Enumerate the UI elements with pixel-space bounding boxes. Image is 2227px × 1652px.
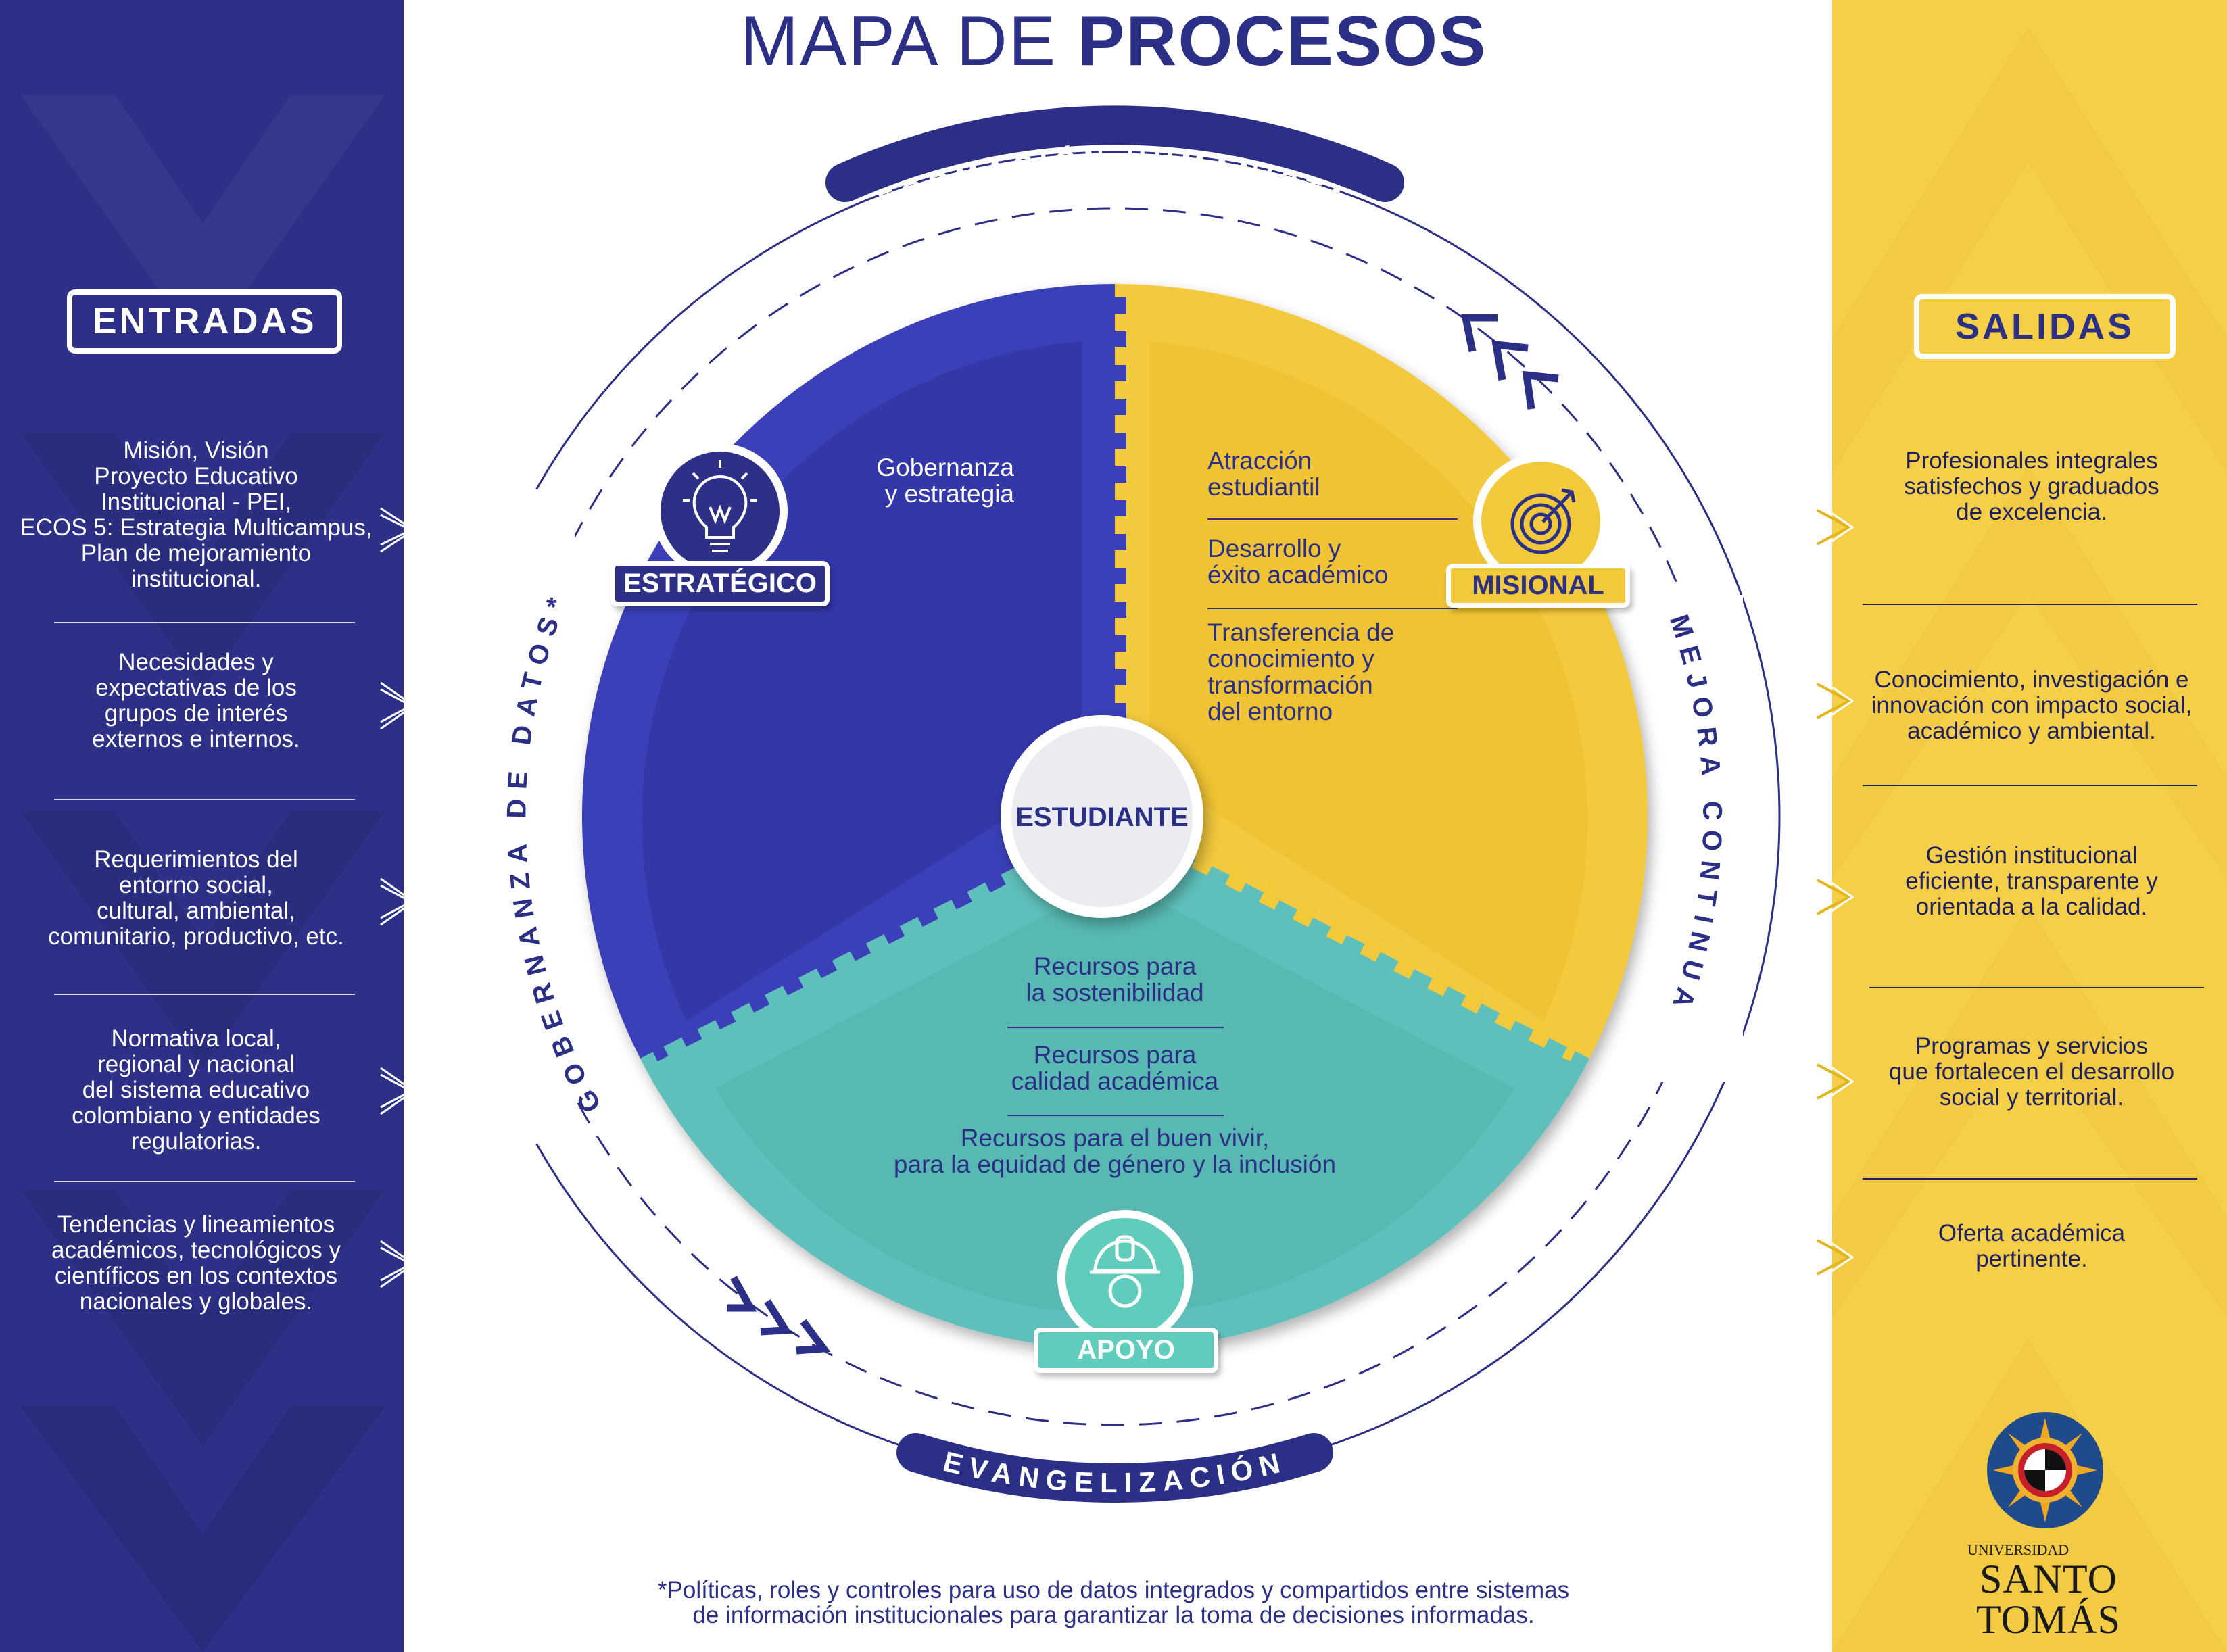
center-label: ESTUDIANTE bbox=[1015, 802, 1189, 832]
divider bbox=[1207, 518, 1458, 520]
entrada-item: Requerimientos del entorno social, cultu… bbox=[48, 846, 344, 950]
salida-item: Programas y servicios que fortalecen el … bbox=[1888, 1033, 2175, 1111]
chevron-icon bbox=[1522, 370, 1559, 410]
salidas-heading: SALIDAS bbox=[1914, 294, 2176, 359]
divider bbox=[1869, 987, 2204, 988]
chevron-right-icon bbox=[1817, 879, 1852, 915]
divider bbox=[1007, 1115, 1224, 1116]
divider bbox=[1863, 1178, 2197, 1180]
footnote: *Políticas, roles y controles para uso d… bbox=[657, 1577, 1570, 1628]
divider bbox=[1863, 785, 2197, 786]
chevron-right-icon bbox=[1817, 1063, 1852, 1100]
salida-item: Gestión institucional eficiente, transpa… bbox=[1905, 842, 2158, 920]
estrategico-inner-panel bbox=[642, 341, 1082, 1021]
page-title: MAPA DE PROCESOS bbox=[0, 1, 2227, 82]
divider bbox=[1863, 604, 2197, 605]
chevron-icon bbox=[1491, 340, 1529, 381]
gear-teeth bbox=[647, 846, 1040, 1062]
chevron-background-decoration bbox=[20, 95, 385, 1652]
entrada-item: Necesidades y expectativas de los grupos… bbox=[92, 649, 300, 752]
estrategico-label: ESTRATÉGICO bbox=[610, 561, 830, 606]
cycle-arrows-top bbox=[1461, 314, 1559, 410]
cycle-arrows-bottom bbox=[727, 1276, 831, 1355]
logo-small-text: UNIVERSIDAD bbox=[1967, 1541, 2069, 1558]
target-icon bbox=[1510, 488, 1576, 554]
chevron-icon bbox=[760, 1299, 792, 1336]
chevron-right-icon bbox=[1817, 509, 1852, 545]
divider bbox=[54, 799, 355, 800]
entrada-item: Normativa local, regional y nacional del… bbox=[72, 1025, 320, 1155]
apoyo-label: APOYO bbox=[1034, 1328, 1218, 1373]
divider bbox=[54, 1181, 355, 1182]
chevron-right-icon bbox=[380, 1246, 414, 1282]
salida-item: Oferta académica pertinente. bbox=[1938, 1220, 2126, 1272]
chevron-right-icon bbox=[380, 688, 414, 723]
estrategico-process: Gobernanza y estrategia bbox=[876, 454, 1014, 508]
divider bbox=[1007, 1027, 1224, 1028]
title-bold: PROCESOS bbox=[1078, 2, 1487, 80]
input-arrows bbox=[380, 507, 416, 1288]
misional-label: MISIONAL bbox=[1446, 564, 1630, 608]
university-seal-logo bbox=[1987, 1412, 2103, 1528]
hardhat-gear-icon bbox=[1090, 1235, 1160, 1308]
misional-process: Desarrollo y éxito académico bbox=[1207, 535, 1389, 589]
chevron-right-icon bbox=[1817, 1239, 1852, 1276]
university-wordmark: UNIVERSIDAD SANTO TOMÁS bbox=[1934, 1541, 2163, 1640]
gear-teeth bbox=[1191, 846, 1581, 1062]
divider bbox=[54, 994, 355, 995]
entrada-item: Misión, Visión Proyecto Educativo Instit… bbox=[20, 437, 373, 592]
apoyo-process: Recursos para el buen vivir, para la equ… bbox=[893, 1124, 1337, 1178]
chevron-icon bbox=[796, 1319, 831, 1355]
misional-process: Atracción estudiantil bbox=[1207, 447, 1320, 501]
divider bbox=[54, 622, 355, 623]
misional-badge bbox=[1481, 462, 1600, 581]
chevron-icon bbox=[1461, 314, 1498, 353]
lightbulb-icon bbox=[683, 460, 757, 552]
chevron-right-icon bbox=[1817, 683, 1852, 719]
logo-name: SANTO TOMÁS bbox=[1976, 1557, 2121, 1642]
apoyo-process: Recursos para la sostenibilidad bbox=[1026, 952, 1204, 1006]
title-regular: MAPA DE bbox=[740, 2, 1078, 80]
entradas-panel bbox=[0, 0, 404, 1652]
misional-process: Transferencia de conocimiento y transfor… bbox=[1207, 618, 1395, 725]
chevron-right-icon bbox=[380, 1073, 414, 1109]
entradas-heading: ENTRADAS bbox=[67, 289, 342, 354]
entrada-item: Tendencias y lineamientos académicos, te… bbox=[51, 1211, 341, 1315]
chevron-right-icon bbox=[380, 514, 414, 546]
divider bbox=[1207, 608, 1458, 609]
chevron-icon bbox=[727, 1276, 757, 1312]
apoyo-inner-panel bbox=[715, 879, 1514, 1314]
apoyo-process: Recursos para calidad académica bbox=[1011, 1041, 1219, 1095]
evangelizacion-banner bbox=[896, 1433, 1333, 1503]
salida-item: Conocimiento, investigación e innovación… bbox=[1871, 666, 2193, 744]
formacion-humanista-banner bbox=[825, 105, 1404, 202]
output-arrows bbox=[1817, 502, 1854, 1282]
misional-inner-panel bbox=[1149, 341, 1588, 1021]
salida-item: Profesionales integrales satisfechos y g… bbox=[1904, 447, 2159, 525]
chevron-right-icon bbox=[380, 884, 414, 919]
